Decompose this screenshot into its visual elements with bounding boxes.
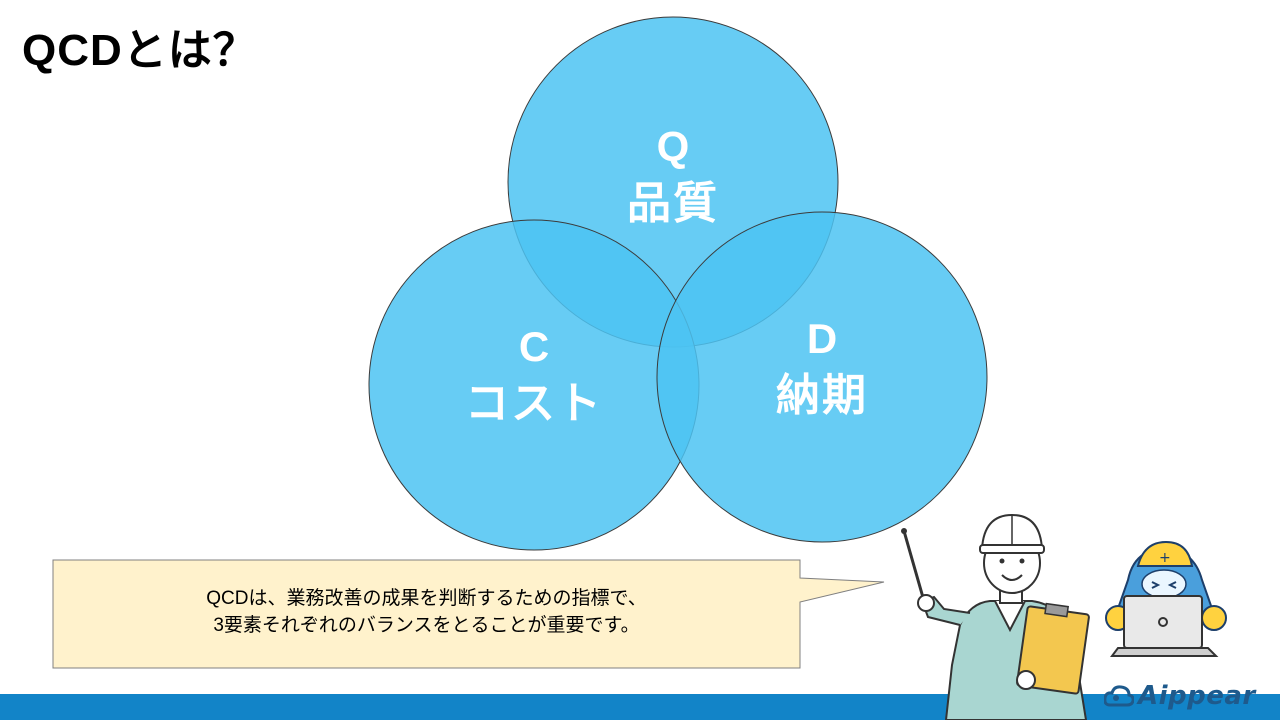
aippear-logo: Aippear xyxy=(1104,678,1256,714)
callout-line-2: 3要素それぞれのバランスをとることが重要です。 xyxy=(213,615,640,636)
slide-title: QCDとは？ xyxy=(22,26,258,75)
construction-worker-icon xyxy=(901,513,1090,720)
callout-line-1: QCDは、業務改善の成果を判断するための指標で、 xyxy=(206,588,647,609)
venn-circle-d xyxy=(656,211,988,543)
venn-word-cost: コスト xyxy=(465,378,603,428)
venn-label-delivery: D 納期 xyxy=(692,312,952,424)
mascot-laptop-icon: + xyxy=(1105,540,1227,657)
venn-letter-c: C xyxy=(518,323,550,370)
venn-word-quality: 品質 xyxy=(627,178,719,228)
svg-text:+: + xyxy=(1159,550,1171,566)
callout-shape xyxy=(52,559,885,669)
venn-word-delivery: 納期 xyxy=(776,370,868,420)
venn-label-quality: Q 品質 xyxy=(543,120,803,232)
cloud-logo-icon xyxy=(1104,685,1134,707)
venn-letter-q: Q xyxy=(656,123,690,170)
callout-text: QCDは、業務改善の成果を判断するための指標で、 3要素それぞれのバランスをとる… xyxy=(53,585,800,639)
venn-letter-d: D xyxy=(806,315,838,362)
venn-label-cost: C コスト xyxy=(404,320,664,432)
logo-text: Aippear xyxy=(1138,681,1256,711)
